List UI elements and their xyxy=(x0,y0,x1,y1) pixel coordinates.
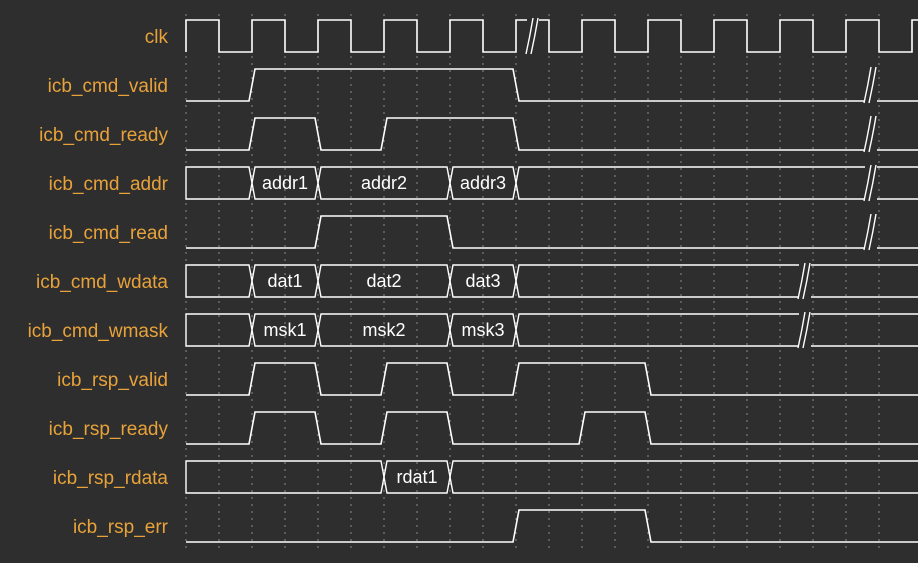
signal-label-clk: clk xyxy=(145,27,169,48)
signal-row-icb-cmd-valid xyxy=(186,65,918,105)
signal-row-icb-rsp-rdata: rdat1 xyxy=(185,460,918,494)
clock-wave xyxy=(185,19,918,53)
bus-value-label: msk2 xyxy=(362,320,405,340)
signal-row-icb-cmd-read xyxy=(186,212,918,252)
grid-lines xyxy=(185,14,880,552)
bus-value-label: dat2 xyxy=(366,271,401,291)
signal-row-icb-rsp-ready xyxy=(186,411,918,445)
bus-segment-invalid xyxy=(449,460,918,494)
bit-wave xyxy=(186,117,918,151)
signal-label-icb-rsp-valid: icb_rsp_valid xyxy=(57,370,168,391)
bit-wave xyxy=(186,68,918,102)
signal-waves: addr1 addr2 addr3 dat1 dat2 dat3 msk1 msk2 msk3 r… xyxy=(185,16,918,543)
signal-label-icb-cmd-wmask: icb_cmd_wmask xyxy=(28,321,169,342)
break-mark xyxy=(863,114,877,154)
signal-label-icb-cmd-wdata: icb_cmd_wdata xyxy=(36,272,168,293)
signal-row-icb-cmd-addr: addr1 addr2 addr3 xyxy=(185,163,918,203)
signal-row-icb-rsp-err xyxy=(186,509,918,543)
bus-value-label: msk1 xyxy=(263,320,306,340)
bus-value-label: msk3 xyxy=(461,320,504,340)
bit-wave xyxy=(186,411,918,445)
bus-value-label: addr2 xyxy=(361,173,407,193)
break-mark xyxy=(863,212,877,252)
signal-label-icb-rsp-err: icb_rsp_err xyxy=(73,517,169,538)
bus-segment-invalid xyxy=(515,166,918,200)
signal-label-icb-rsp-rdata: icb_rsp_rdata xyxy=(53,468,169,489)
break-mark xyxy=(525,16,539,56)
signal-label-icb-cmd-addr: icb_cmd_addr xyxy=(49,174,169,195)
bit-wave xyxy=(186,509,918,543)
signal-label-icb-cmd-ready: icb_cmd_ready xyxy=(39,125,168,146)
signal-label-icb-cmd-valid: icb_cmd_valid xyxy=(48,76,168,97)
signal-label-icb-rsp-ready: icb_rsp_ready xyxy=(49,419,169,440)
bus-value-label: addr3 xyxy=(460,173,506,193)
signal-row-icb-rsp-valid xyxy=(186,362,918,396)
bit-wave xyxy=(186,362,918,396)
signal-row-icb-cmd-ready xyxy=(186,114,918,154)
break-mark xyxy=(863,163,877,203)
break-mark xyxy=(797,310,811,350)
break-mark xyxy=(863,65,877,105)
bit-wave xyxy=(186,215,918,249)
signal-row-clk xyxy=(185,16,918,56)
signal-row-icb-cmd-wmask: msk1 msk2 msk3 xyxy=(185,310,918,350)
bus-segment-invalid xyxy=(515,313,918,347)
bus-value-label: addr1 xyxy=(262,173,308,193)
signal-label-icb-cmd-read: icb_cmd_read xyxy=(49,223,168,244)
break-mark xyxy=(797,261,811,301)
bus-value-label: dat1 xyxy=(267,271,302,291)
bus-segment-invalid xyxy=(515,264,918,298)
bus-value-label: rdat1 xyxy=(396,467,437,487)
bus-value-label: dat3 xyxy=(465,271,500,291)
signal-row-icb-cmd-wdata: dat1 dat2 dat3 xyxy=(185,261,918,301)
signal-labels: clk icb_cmd_valid icb_cmd_ready icb_cmd_add… xyxy=(28,27,169,538)
